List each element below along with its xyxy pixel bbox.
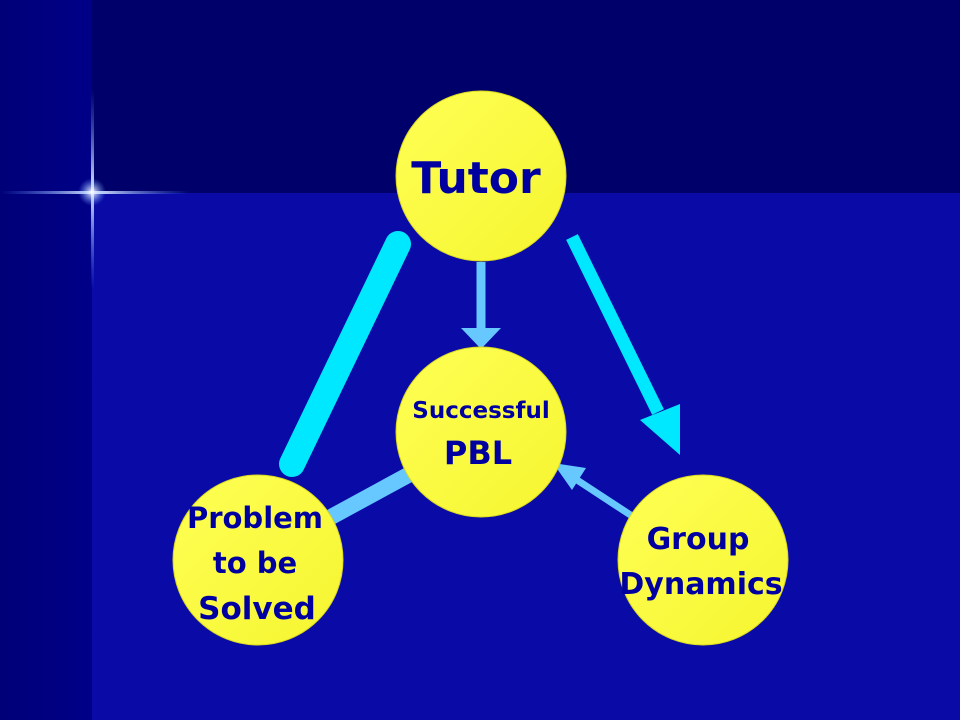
arrow-tutor-to-center [461,262,501,349]
connector-problem-center [320,463,421,528]
background-left-band [0,0,92,720]
node-tutor-label: Tutor [411,153,541,204]
node-tutor: Tutor [395,90,567,262]
star-flare-decoration [0,90,190,290]
node-group-line-1: Group [647,522,750,557]
node-center-line-2: PBL [444,434,512,472]
node-problem-line-2: to be [213,546,297,580]
node-problem-line-3: Solved [198,591,316,627]
node-problem-line-1: Problem [187,501,323,535]
node-center: Successful PBL [395,346,567,518]
connector-tutor-problem [279,231,411,477]
node-problem: Problem to be Solved [172,474,344,646]
arrow-group-to-center [553,463,634,519]
node-group: Group Dynamics [617,474,789,646]
node-center-line-1: Successful [412,398,549,424]
arrow-tutor-to-group [566,234,680,455]
node-group-line-2: Dynamics [619,567,782,602]
